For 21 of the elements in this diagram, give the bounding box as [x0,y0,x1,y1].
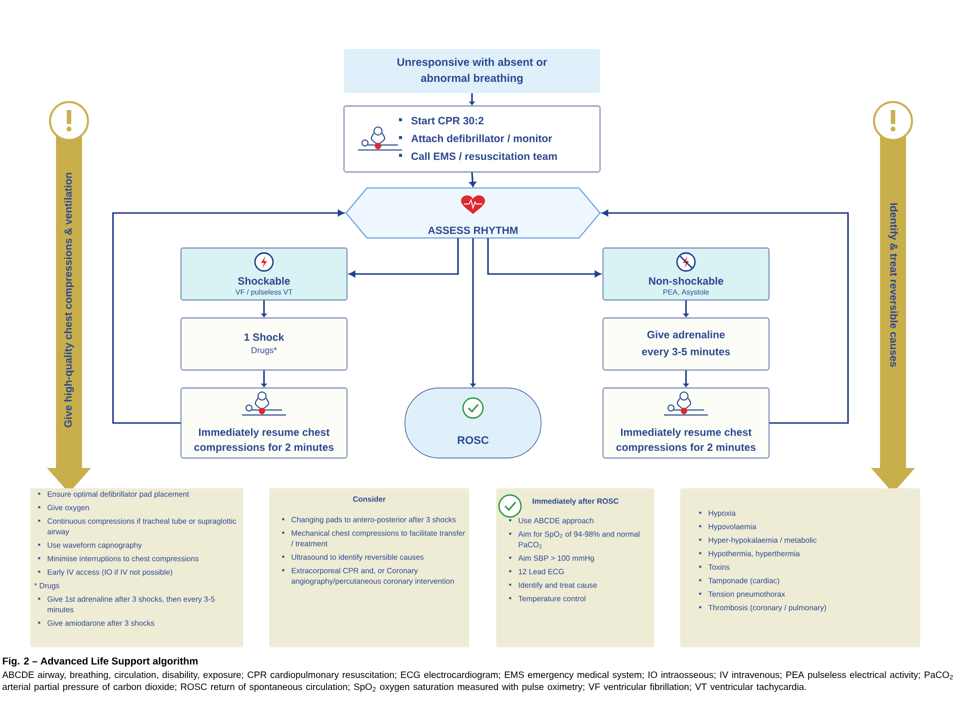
arrow [602,210,849,424]
figure-caption: ABCDE airway, breathing, circulation, disability, exposure; CPR cardiopulmonary resuscitation; ECG electrocardiogram; EMS emergency medical system; IO intraosseous; IV intravenous; PEA pulseless electrical activity; PaCO$_{2}$ arterial partial pressure of carbon dioxide; ROSC return of spontaneous circulation; SpO$_{2}$ oxygen saturation measured with pulse oximetry; VF ventricular fibrillation; VT ventricular tachycardia. [2,671,953,692]
figure-title: Fig. 2 – Advanced Life Support algorithm [2,657,198,667]
arrow [112,210,344,424]
side-arrow-band: Identify & treat reversible causes [871,120,915,493]
arrow [261,370,267,388]
start-box: Unresponsive with absent or abnormal breathing [344,49,600,93]
arrow [469,93,475,106]
arrow [683,370,689,388]
terminal-box: ROSC [404,388,542,458]
process-box: Immediately resume chest compressions for 2 minutes [180,388,348,458]
arrow [469,172,476,188]
process-box: Give adrenaline every 3-5 minutes [602,318,770,370]
process-box: Immediately resume chest compressions for 2 minutes [602,388,770,458]
arrow [349,238,459,278]
arrow [487,238,601,278]
arrow [470,238,476,388]
arrow [683,300,689,318]
process-box: 1 Shock Drugs* [180,318,348,370]
action-box: Start CPR 30:2 Attach defibrillator / monitor Call EMS / resuscitation team [344,106,600,172]
arrow [261,300,267,318]
